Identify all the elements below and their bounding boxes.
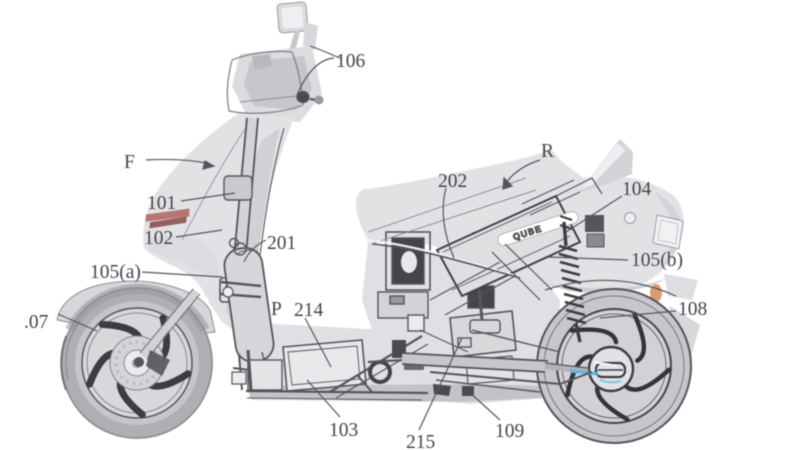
svg-text:P: P [271, 299, 282, 320]
svg-text:215: 215 [406, 432, 435, 450]
svg-text:.07: .07 [24, 312, 49, 333]
svg-text:201: 201 [267, 233, 296, 254]
svg-text:105(b): 105(b) [631, 250, 683, 271]
svg-text:214: 214 [294, 300, 324, 321]
svg-text:102: 102 [144, 228, 173, 249]
svg-text:202: 202 [438, 171, 467, 192]
svg-text:103: 103 [329, 420, 358, 441]
svg-text:105(a): 105(a) [90, 262, 141, 283]
svg-text:101: 101 [147, 193, 176, 214]
svg-text:109: 109 [495, 421, 524, 442]
svg-text:F: F [124, 152, 135, 173]
svg-text:R: R [541, 141, 554, 162]
svg-text:106: 106 [336, 51, 366, 72]
svg-text:108: 108 [678, 299, 707, 320]
svg-text:104: 104 [622, 179, 652, 200]
